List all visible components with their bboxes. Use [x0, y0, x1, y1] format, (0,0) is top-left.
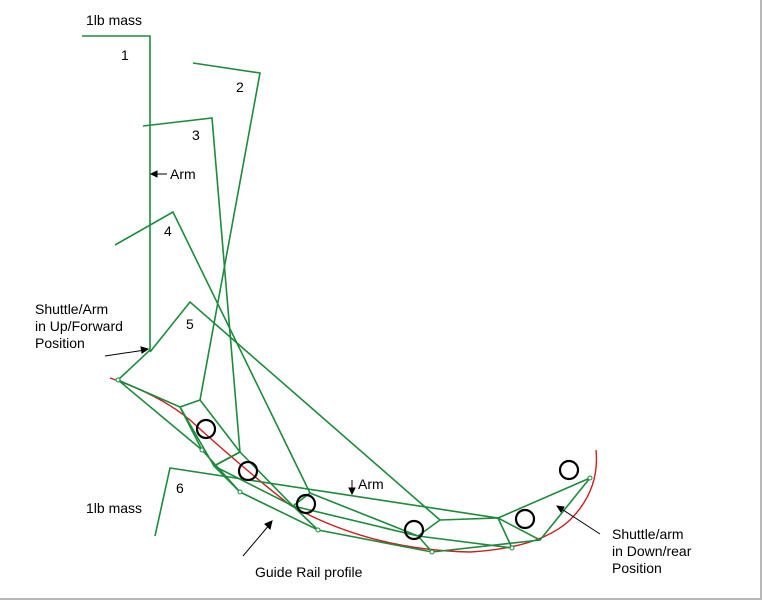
down-rear-line-3: Position — [612, 560, 662, 576]
arm-label-vertical: Arm — [170, 166, 196, 182]
linkage-sweep-2 — [179, 406, 513, 549]
arm-position-4 — [114, 210, 312, 507]
position-number-6: 6 — [176, 480, 184, 496]
arm-position-2 — [179, 62, 261, 408]
linkage-sweep-1 — [117, 379, 541, 553]
roller-circle — [195, 418, 217, 440]
up-forward-label: Shuttle/Arm in Up/Forward Position — [35, 301, 123, 352]
guide-rail-label: Guide Rail profile — [255, 564, 363, 580]
position-number-2: 2 — [236, 79, 244, 95]
pivot-joint — [587, 475, 593, 481]
mass-label-top: 1lb mass — [86, 12, 143, 28]
up-forward-line-2: in Up/Forward — [35, 318, 123, 334]
down-rear-line-1: Shuttle/arm — [612, 526, 684, 542]
down-rear-line-2: in Down/rear — [612, 543, 692, 559]
position-number-5: 5 — [186, 316, 194, 332]
arm-pointer-arrowhead — [149, 170, 158, 178]
down-rear-label: Shuttle/arm in Down/rear Position — [612, 526, 691, 577]
up-forward-pointer-arrowhead — [140, 346, 150, 354]
roller-circle — [295, 493, 317, 515]
position-number-4: 4 — [164, 223, 172, 239]
roller-circle — [403, 519, 425, 541]
up-forward-pointer-line — [104, 349, 146, 357]
pivot-joint — [315, 527, 321, 533]
roller-circle — [514, 508, 536, 530]
guide-rail-curve — [109, 377, 598, 553]
roller-circle — [237, 460, 259, 482]
position-number-1: 1 — [121, 47, 129, 63]
arm-position-5 — [149, 300, 442, 537]
guide-rail-pointer-line — [242, 523, 271, 557]
shuttle-link-6 — [497, 477, 591, 542]
guide-rail-pointer-arrowhead — [264, 520, 273, 530]
pivot-joint — [115, 377, 121, 383]
arm-down-pointer-arrowhead — [348, 487, 356, 496]
position-number-3: 3 — [192, 127, 200, 143]
pivot-joint — [237, 489, 243, 495]
up-forward-line-3: Position — [35, 335, 85, 351]
pivot-joint — [199, 447, 205, 453]
pivot-joint — [429, 549, 435, 555]
arm-position-6 — [154, 467, 591, 537]
shuttle-link-4 — [309, 492, 433, 553]
shuttle-link-2 — [199, 399, 242, 493]
mass-label-bottom: 1lb mass — [86, 500, 143, 516]
up-forward-line-1: Shuttle/Arm — [35, 301, 109, 317]
pivot-joint — [509, 545, 515, 551]
roller-circle — [558, 459, 580, 481]
arm-position-1 — [82, 35, 151, 381]
down-rear-pointer-arrowhead — [555, 505, 565, 513]
down-rear-pointer-line — [559, 507, 601, 535]
arm-label-horizontal: Arm — [358, 476, 384, 492]
